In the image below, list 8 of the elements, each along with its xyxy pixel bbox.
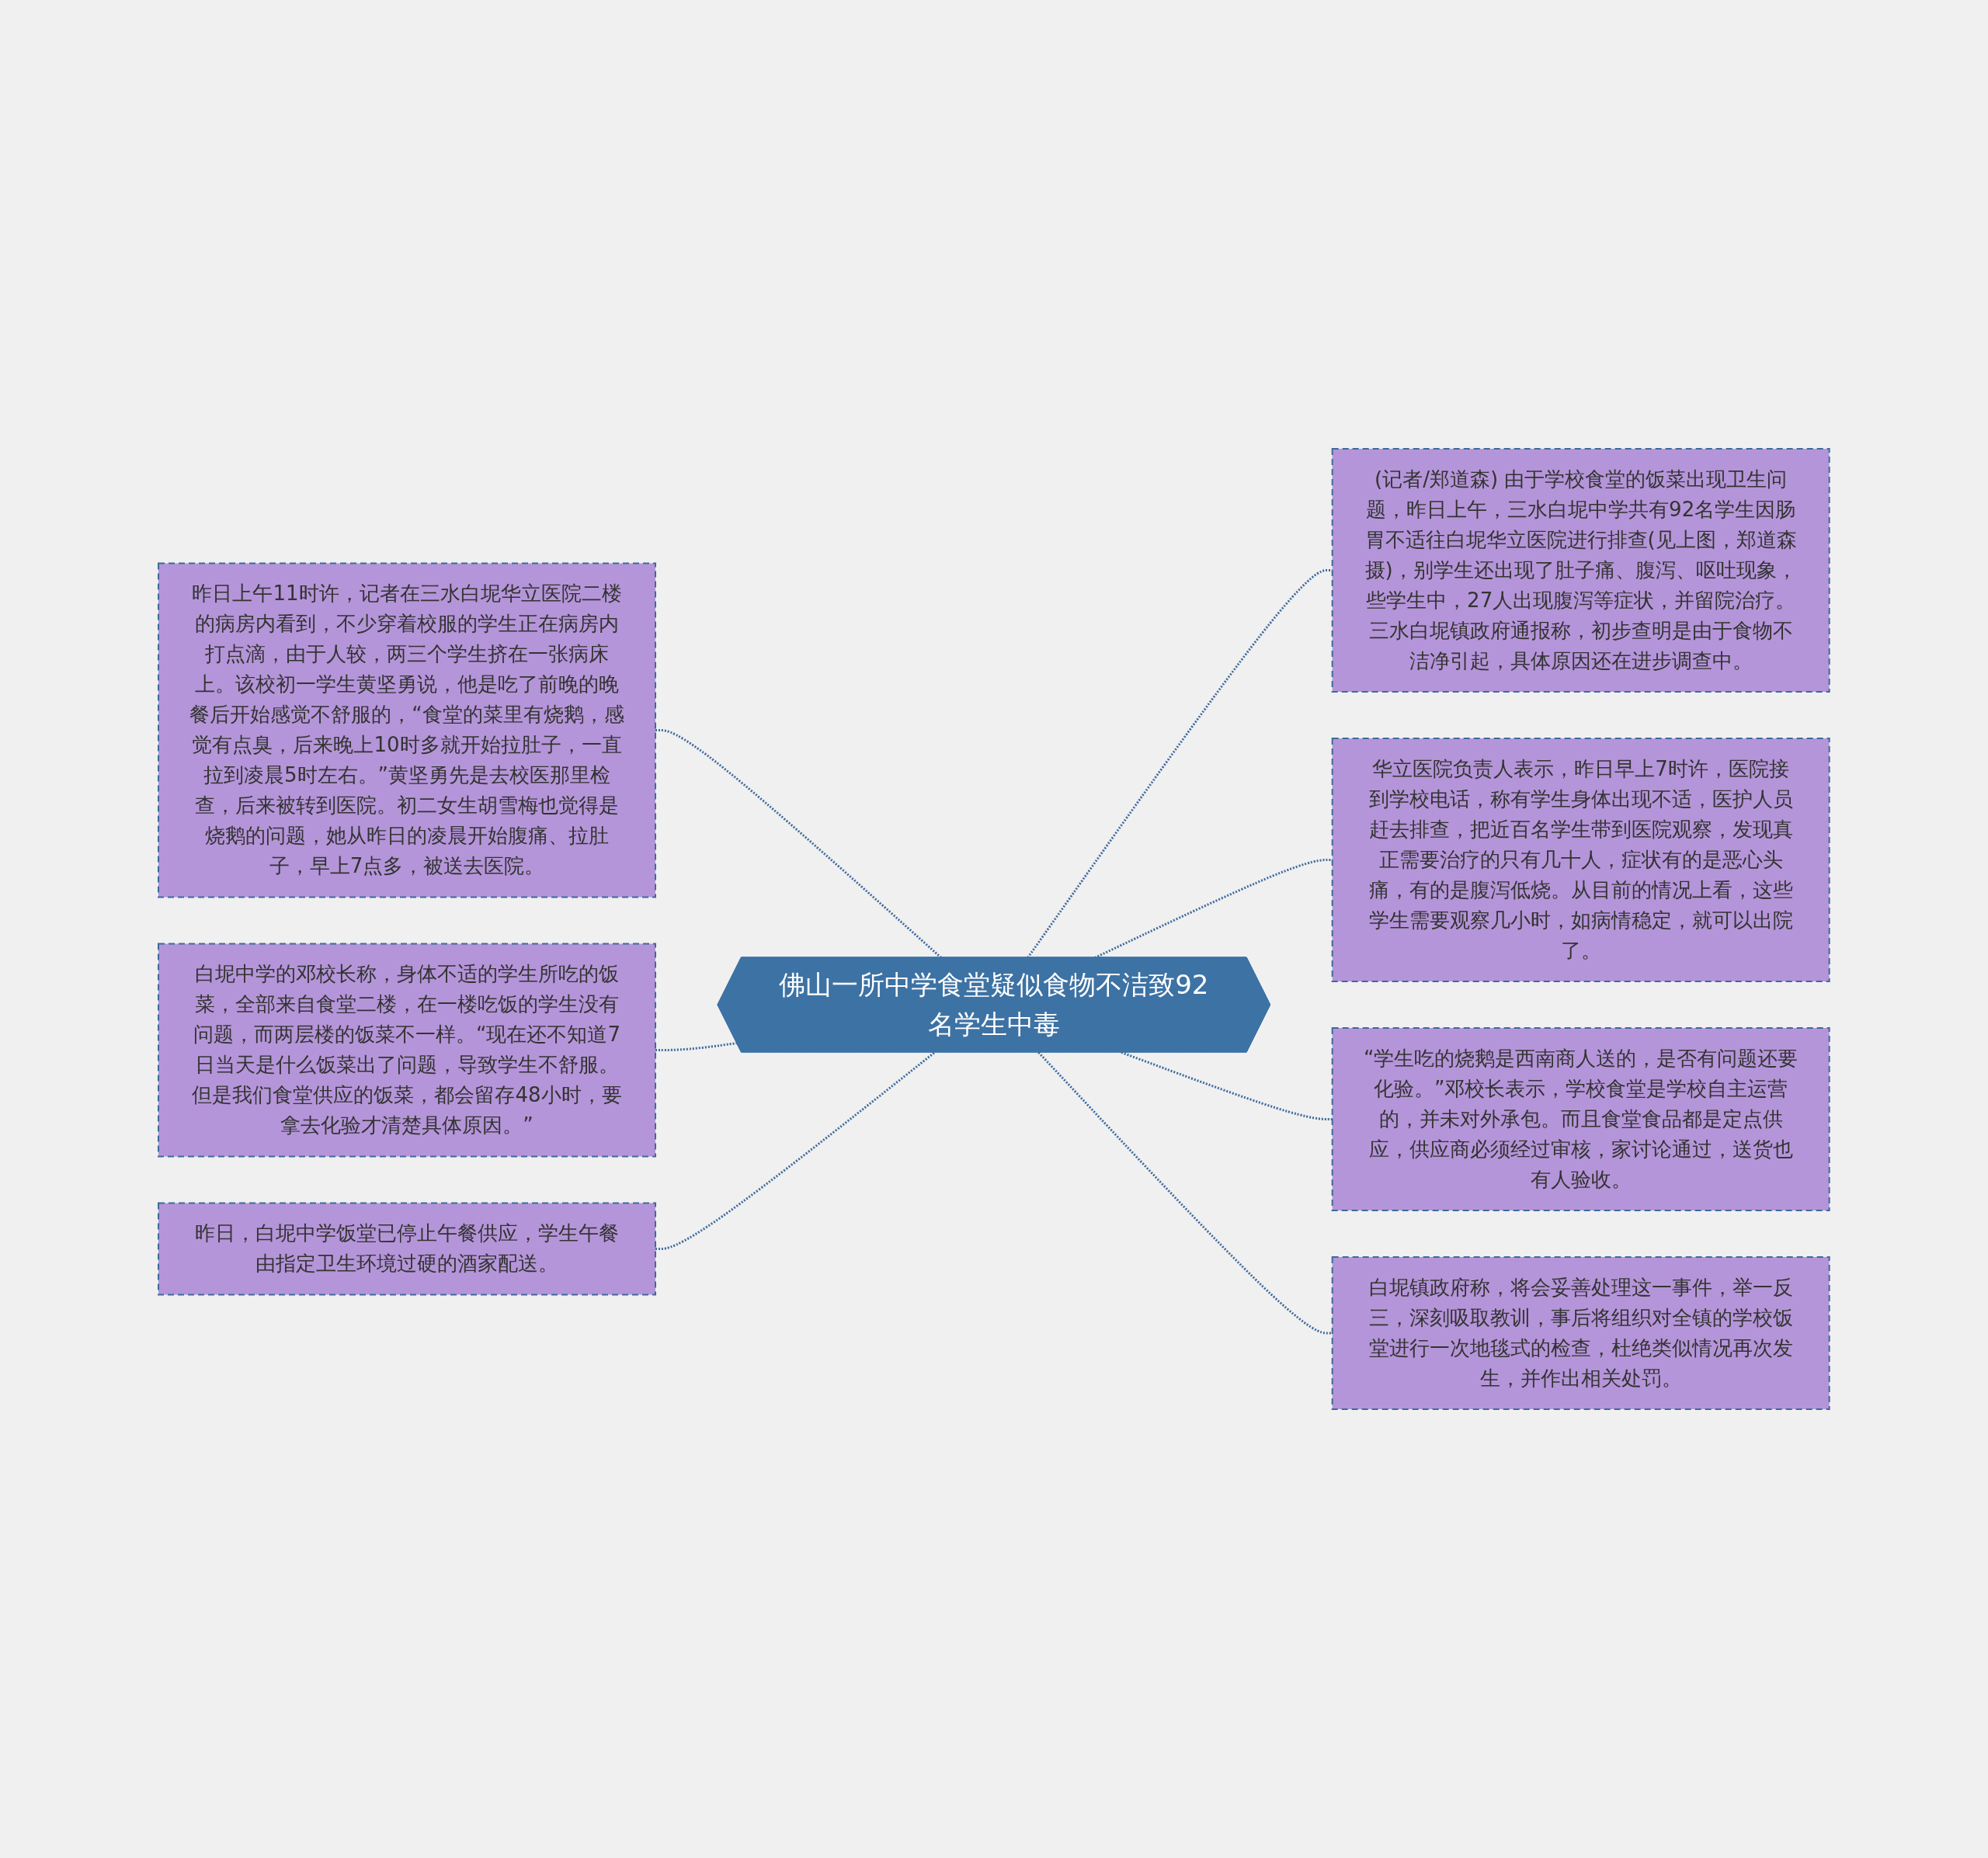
node-box: 白坭中学的邓校长称，身体不适的学生所吃的饭菜，全部来自食堂二楼，在一楼吃饭的学生没有问题，而两层楼的饭菜不一样。“现在还不知道7日当天是什么饭菜出了问题，导致学生不舒服。但是我们食堂供应的饭菜，都会留存48小时，要拿去化验才清楚具体原因。”: [158, 943, 657, 1158]
node-box: “学生吃的烧鹅是西南商人送的，是否有问题还要化验。”邓校长表示，学校食堂是学校自主运营的，并未对外承包。而且食堂食品都是定点供应，供应商必须经过审核，家讨论通过，送货也有人验收。: [1331, 1027, 1830, 1211]
node-box: 华立医院负责人表示，昨日早上7时许，医院接到学校电话，称有学生身体出现不适，医护人员赶去排查，把近百名学生带到医院观察，发现真正需要治疗的只有几十人，症状有的是恶心头痛，有的是腹泻低烧。从目前的情况上看，这些学生需要观察几小时，如病情稳定，就可以出院了。: [1331, 738, 1830, 982]
node-box: 昨日，白坭中学饭堂已停止午餐供应，学生午餐由指定卫生环境过硬的酒家配送。: [158, 1202, 657, 1296]
node-box: (记者/郑道森) 由于学校食堂的饭菜出现卫生问题，昨日上午，三水白坭中学共有92名学生因肠胃不适往白坭华立医院进行排查(见上图，郑道森摄)，别学生还出现了肚子痛、腹泻、呕吐现象，些学生中，27人出现腹泻等症状，并留院治疗。三水白坭镇政府通报称，初步查明是由于食物不洁净引起，具体原因还在进步调查中。: [1331, 448, 1830, 693]
node-box: 白坭镇政府称，将会妥善处理这一事件，举一反三，深刻吸取教训，事后将组织对全镇的学校饭堂进行一次地毯式的检查，杜绝类似情况再次发生，并作出相关处罚。: [1331, 1256, 1830, 1410]
connector: [1037, 1051, 1333, 1335]
node-box: 昨日上午11时许，记者在三水白坭华立医院二楼的病房内看到，不少穿着校服的学生正在病房内打点滴，由于人较，两三个学生挤在一张病床上。该校初一学生黄坚勇说，他是吃了前晚的晚餐后开始感觉不舒服的，“食堂的菜里有烧鹅，感觉有点臭，后来晚上10时多就开始拉肚子，一直拉到凌晨5时左右。”黄坚勇先是去校医那里检查，后来被转到医院。初二女生胡雪梅也觉得是烧鹅的问题，她从昨日的凌晨开始腹痛、拉肚子，早上7点多，被送去医院。: [158, 562, 657, 898]
